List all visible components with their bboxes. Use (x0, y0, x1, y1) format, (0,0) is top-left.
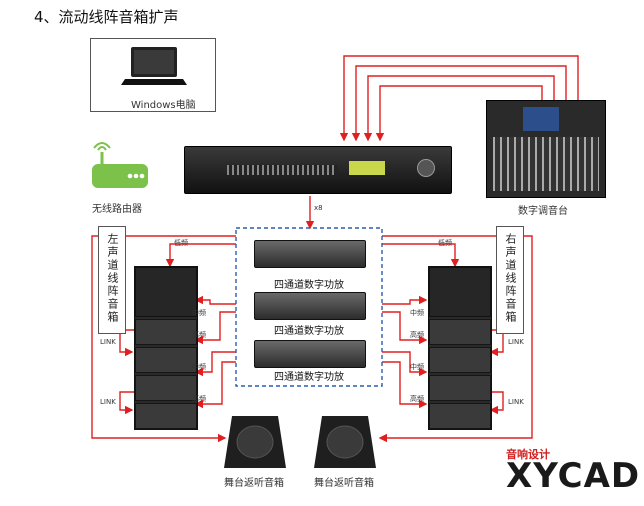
left-line-array (134, 266, 198, 430)
left-cabinet-2 (135, 347, 197, 373)
right-sub-cabinet (429, 267, 491, 317)
right-high-1 (382, 311, 428, 345)
router-icon (92, 142, 148, 188)
left-cabinet-1 (135, 319, 197, 345)
processor-meters (227, 165, 337, 175)
right-low-line (382, 243, 460, 268)
logo-main-text: XYCAD (506, 456, 641, 496)
right-link-label-2: LINK (508, 398, 524, 406)
amp-2 (254, 292, 366, 320)
monitor-left-label: 舞台返听音箱 (224, 478, 284, 489)
left-cabinet-4 (135, 403, 197, 429)
left-link-2 (119, 391, 134, 415)
mixer-link-1 (339, 55, 579, 142)
right-high-2 (382, 361, 428, 409)
left-array-label-box: 左声道线阵音箱 (98, 226, 126, 334)
right-high-label-2: 高频 (410, 395, 424, 403)
right-array-label: 右声道线阵音箱 (504, 233, 517, 324)
left-mid-label-2: 中频 (192, 363, 206, 371)
monitor-right-label: 舞台返听音箱 (314, 478, 374, 489)
right-array-label-box: 右声道线阵音箱 (496, 226, 524, 334)
left-mid-2 (194, 351, 236, 377)
processor-display (349, 161, 385, 175)
left-high-1 (194, 311, 236, 345)
left-low-label: 低频 (174, 239, 188, 247)
stage-monitor-left (224, 416, 286, 468)
right-link-label-1: LINK (508, 338, 524, 346)
left-monitor-feed (91, 235, 236, 443)
processor-tag: x8 (314, 204, 323, 212)
left-cabinet-3 (135, 375, 197, 401)
page-title: 4、流动线阵音箱扩声 (34, 8, 179, 26)
right-cabinet-3 (429, 375, 491, 401)
left-link-1 (119, 329, 134, 357)
left-low-line (165, 243, 236, 268)
right-low-label: 低频 (438, 239, 452, 247)
amp-3-label: 四通道数字功放 (274, 372, 344, 383)
amp-1-label: 四通道数字功放 (274, 280, 344, 291)
logo-top-text: 音响设计 (506, 448, 550, 461)
mixer-link-2 (351, 65, 567, 142)
left-sub-cabinet (135, 267, 197, 317)
mixer-faders (493, 137, 599, 191)
left-high-label-1: 高频 (192, 331, 206, 339)
right-high-label-1: 高频 (410, 331, 424, 339)
mixer-link-3 (363, 75, 555, 142)
mixer-label: 数字调音台 (518, 206, 568, 217)
right-cabinet-2 (429, 347, 491, 373)
amp-rack-box (235, 227, 383, 387)
laptop-icon (121, 47, 187, 85)
router-label: 无线路由器 (92, 204, 142, 215)
left-link-label-1: LINK (100, 338, 116, 346)
right-cabinet-4 (429, 403, 491, 429)
right-monitor-feed (378, 235, 533, 443)
amp-2-label: 四通道数字功放 (274, 326, 344, 337)
left-array-label: 左声道线阵音箱 (106, 233, 119, 324)
right-mid-label-2: 中频 (410, 363, 424, 371)
mixer-screen (523, 107, 559, 131)
right-link-2 (489, 391, 504, 415)
right-mid-1 (382, 295, 428, 305)
mixer-link-4 (375, 85, 543, 142)
left-high-2 (194, 361, 236, 409)
laptop-box: Windows电脑 (90, 38, 216, 112)
amp-3 (254, 340, 366, 368)
left-link-label-2: LINK (100, 398, 116, 406)
right-mid-label-1: 中频 (410, 309, 424, 317)
left-high-label-2: 高频 (192, 395, 206, 403)
right-line-array (428, 266, 492, 430)
stage-monitor-right (314, 416, 376, 468)
left-mid-label-1: 中频 (192, 309, 206, 317)
amp-1 (254, 240, 366, 268)
right-mid-2 (382, 351, 428, 377)
left-mid-1 (194, 295, 236, 305)
laptop-label: Windows电脑 (131, 100, 196, 111)
right-cabinet-1 (429, 319, 491, 345)
processor-knob-icon (417, 159, 435, 177)
speaker-processor (184, 146, 452, 194)
digital-mixer (486, 100, 606, 198)
